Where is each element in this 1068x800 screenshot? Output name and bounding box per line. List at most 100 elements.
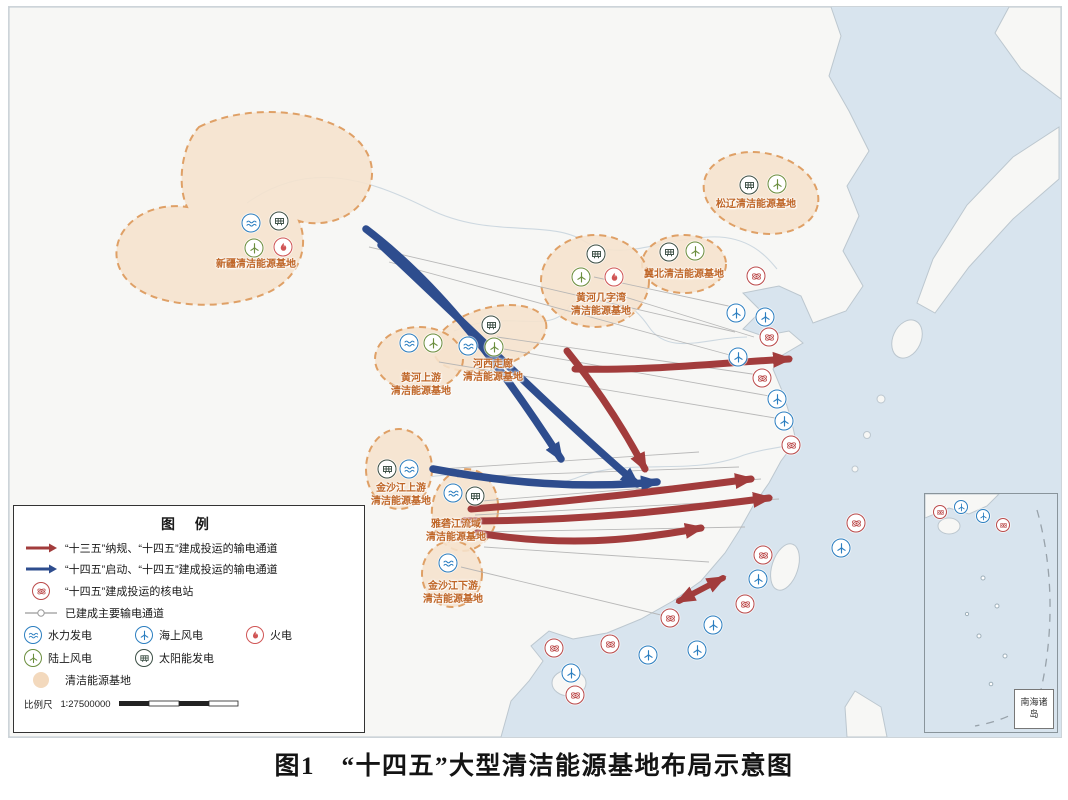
island-taiwan: [770, 543, 800, 591]
base-area-jibei: [641, 234, 727, 294]
offshore-wind-icon: [755, 307, 775, 327]
scale-label: 比例尺: [24, 700, 53, 711]
transmission-arrows-red: [460, 347, 793, 604]
legend-row-existing-line: 已建成主要输电通道: [24, 605, 354, 621]
existing-transmission-lines: [368, 246, 782, 616]
offshore-wind-icon: [561, 663, 581, 683]
offshore-wind-icon: [638, 645, 658, 665]
legend-label: 太阳能发电: [159, 653, 214, 665]
legend-row-energy-types-2: 陆上风电 太阳能发电: [24, 649, 354, 667]
nuclear-plant-icon: [759, 327, 779, 347]
red-channel-arrow-double: [675, 575, 727, 604]
legend-row-nuclear: “十四五”建成投运的核电站: [24, 582, 354, 600]
existing-line-icon: [24, 607, 58, 619]
thermal-icon: [273, 237, 293, 257]
solar-icon: [586, 244, 606, 264]
nine-dash-line: [1036, 509, 1051, 699]
offshore-wind-icon: [831, 538, 851, 558]
thermal-icon: [604, 267, 624, 287]
solar-icon: [659, 242, 679, 262]
blue-channel-arrow: [377, 241, 641, 488]
nuclear-plant-icon: [544, 638, 564, 658]
legend-label: “十四五”启动、“十四五”建成投运的输电通道: [65, 564, 278, 576]
nuclear-plant-icon: [565, 685, 585, 705]
inset-islands: [964, 575, 1008, 687]
nuclear-plant-icon: [600, 634, 620, 654]
legend-label: “十四五”建成投运的核电站: [65, 586, 194, 598]
base-area-jinsha-lower: [421, 540, 483, 608]
island-luzon: [844, 690, 888, 737]
legend-row-base-area: 清洁能源基地: [24, 672, 354, 688]
legend-label: 清洁能源基地: [65, 675, 131, 687]
solar-icon: [481, 315, 501, 335]
island-kyushu: [891, 319, 923, 359]
legend-label: “十三五”纳规、“十四五”建成投运的输电通道: [65, 543, 278, 555]
hydro-icon: [438, 553, 458, 573]
legend-row-energy-types-1: 水力发电 海上风电 火电: [24, 626, 354, 644]
base-area-jiziwan: [540, 234, 650, 328]
island: [863, 431, 871, 439]
hydro-icon: [399, 459, 419, 479]
base-label-jinsha-upper: 金沙江上游清洁能源基地: [371, 483, 431, 507]
base-label-yalong: 雅砻江流域清洁能源基地: [426, 519, 486, 543]
onshore-wind-icon: [484, 337, 504, 357]
hydro-icon: [241, 213, 261, 233]
hydro-icon: [443, 483, 463, 503]
blue-arrow-icon: [24, 563, 58, 575]
offshore-wind-icon: [954, 500, 968, 514]
offshore-wind-icon: [748, 569, 768, 589]
nuclear-plant-icon: [753, 545, 773, 565]
transmission-arrows-blue: [362, 225, 661, 492]
offshore-wind-icon: [976, 509, 990, 523]
figure-caption: 图1 “十四五”大型清洁能源基地布局示意图: [274, 753, 794, 780]
red-channel-arrow: [473, 523, 705, 545]
nuclear-plant-icon: [752, 368, 772, 388]
solar-icon: [377, 459, 397, 479]
scale-bar: [118, 700, 238, 707]
south-china-sea-inset: 南海诸岛: [924, 493, 1058, 733]
red-channel-arrow: [467, 473, 755, 513]
legend-title: 图 例: [161, 516, 217, 532]
island: [851, 465, 859, 473]
red-channel-arrow: [460, 492, 773, 525]
base-label-jibei: 冀北清洁能源基地: [644, 269, 724, 280]
base-area-swatch: [33, 672, 49, 688]
legend-row-red-channel: “十三五”纳规、“十四五”建成投运的输电通道: [24, 540, 354, 556]
base-label-xinjiang: 新疆清洁能源基地: [216, 259, 296, 270]
offshore-wind-icon: [687, 640, 707, 660]
offshore-wind-icon: [135, 626, 153, 644]
legend-label: 陆上风电: [48, 653, 92, 665]
nuclear-plant-icon: [781, 435, 801, 455]
nuclear-plant-icon: [735, 594, 755, 614]
red-channel-arrow: [571, 351, 793, 373]
onshore-wind-icon: [767, 174, 787, 194]
nuclear-plant-icon: [933, 505, 947, 519]
nuclear-plant-icon: [746, 266, 766, 286]
hydro-icon: [24, 626, 42, 644]
map-overlay: [115, 111, 820, 616]
base-label-jiziwan: 黄河几字湾清洁能源基地: [571, 293, 631, 317]
solar-icon: [465, 486, 485, 506]
base-label-jinsha-lower: 金沙江下游清洁能源基地: [423, 581, 483, 605]
red-channel-arrow: [563, 347, 649, 473]
nuclear-plant-icon: [32, 582, 50, 600]
base-area-songliao: [702, 151, 820, 235]
clean-energy-base-areas: [115, 111, 820, 608]
legend-label: 已建成主要输电通道: [65, 608, 164, 620]
map-canvas: 新疆清洁能源基地 松辽清洁能源基地 冀北清洁能源基地 黄河几字湾清洁能源基地 河…: [8, 6, 1062, 738]
island-sakhalin: [994, 7, 1061, 100]
offshore-wind-icon: [726, 303, 746, 323]
solar-icon: [269, 211, 289, 231]
legend-row-blue-channel: “十四五”启动、“十四五”建成投运的输电通道: [24, 561, 354, 577]
onshore-wind-icon: [423, 333, 443, 353]
legend-label: 水力发电: [48, 630, 92, 642]
hydro-icon: [399, 333, 419, 353]
hydro-icon: [458, 336, 478, 356]
onshore-wind-icon: [571, 267, 591, 287]
onshore-wind-icon: [24, 649, 42, 667]
base-area-xinjiang: [115, 111, 374, 306]
island-honshu: [916, 126, 1060, 314]
solar-icon: [135, 649, 153, 667]
solar-icon: [739, 175, 759, 195]
